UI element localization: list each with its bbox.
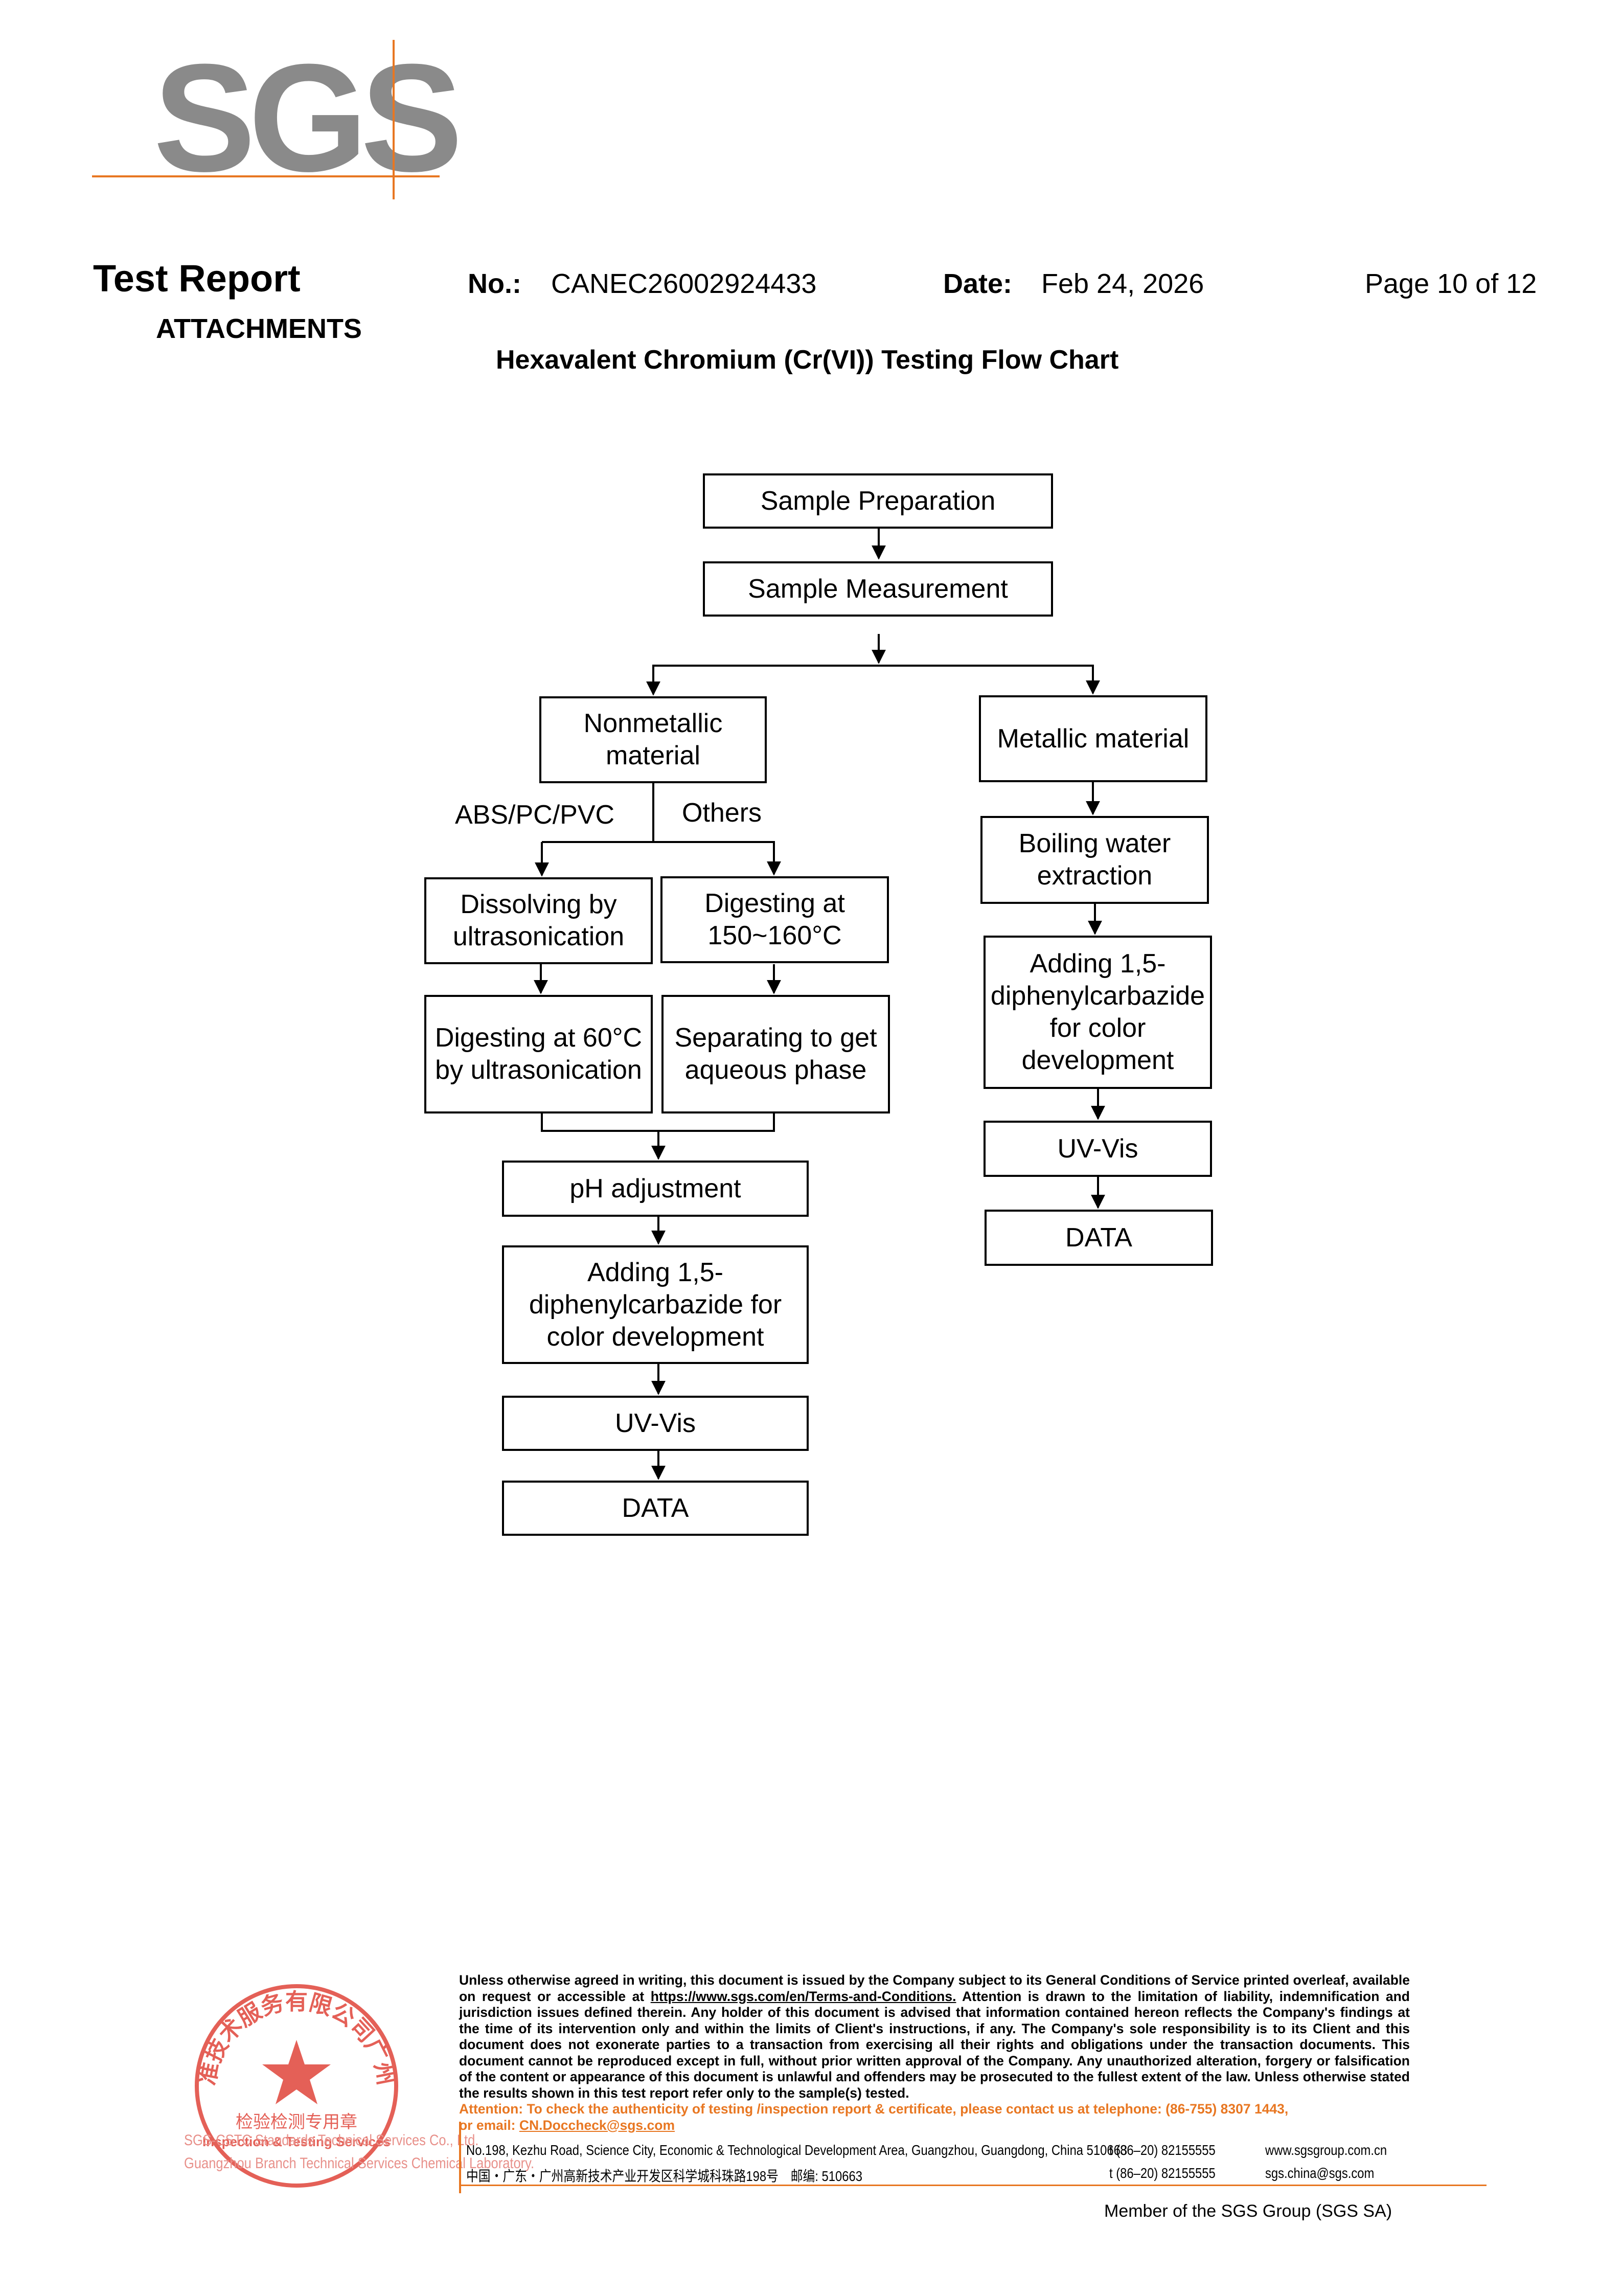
sample-measurement-box: Sample Measurement: [703, 561, 1053, 617]
report-date: Feb 24, 2026: [1041, 268, 1204, 299]
digesting-60-box: Digesting at 60°C by ultrasonication: [424, 995, 653, 1113]
adding-diphenylcarbazide-left-box: Adding 1,5-diphenylcarbazide for color d…: [502, 1245, 809, 1364]
website[interactable]: www.sgsgroup.com.cn: [1265, 2142, 1387, 2158]
seal-inner-text: 检验检测专用章: [236, 2112, 357, 2132]
digesting-150-box: Digesting at 150~160°C: [660, 876, 889, 963]
footer-vertical-rule: [459, 2122, 461, 2193]
dissolving-box: Dissolving by ultrasonication: [424, 877, 653, 964]
logo-vertical-rule: [393, 40, 395, 199]
ph-adjustment-box: pH adjustment: [502, 1161, 809, 1217]
doccheck-email-link[interactable]: CN.Doccheck@sgs.com: [519, 2117, 675, 2133]
data-right-box: DATA: [985, 1210, 1213, 1266]
telephone-1: t (86–20) 82155555: [1109, 2142, 1216, 2158]
report-date-label: Date:: [943, 268, 1013, 299]
seal-english-line-1: SGS-CSTC Standards Technical Services Co…: [184, 2132, 479, 2149]
data-left-box: DATA: [502, 1481, 809, 1536]
branch-label-abs: ABS/PC/PVC: [455, 800, 615, 830]
address-chinese: 中国・广东・广州高新技术产业开发区科学城科珠路198号 邮编: 510663: [466, 2168, 862, 2184]
legal-disclaimer: Unless otherwise agreed in writing, this…: [459, 1972, 1410, 2101]
sgs-group-member: Member of the SGS Group (SGS SA): [1104, 2201, 1392, 2221]
flow-chart-connectors: [534, 528, 1105, 1480]
logo-horizontal-rule: [92, 175, 440, 177]
page-number: Page 10 of 12: [1365, 268, 1537, 299]
sgs-logo: SGS: [153, 32, 463, 203]
report-number-label: No.:: [468, 268, 521, 299]
uvvis-left-box: UV-Vis: [502, 1396, 809, 1451]
separating-box: Separating to get aqueous phase: [661, 995, 890, 1113]
branch-label-others: Others: [682, 798, 762, 828]
authenticity-notice: Attention: To check the authenticity of …: [459, 2101, 1289, 2133]
report-title: Test Report: [93, 257, 301, 300]
address-english: No.198, Kezhu Road, Science City, Econom…: [466, 2142, 1128, 2158]
company-seal: 通标标准技术服务有限公司广州分公司 检验检测专用章 Inspection & T…: [169, 1963, 399, 2188]
terms-link[interactable]: https://www.sgs.com/en/Terms-and-Conditi…: [650, 1988, 956, 2004]
report-number: CANEC26002924433: [551, 268, 817, 299]
seal-inner-english: Inspection & Testing Services: [202, 2134, 391, 2149]
telephone-2: t (86–20) 82155555: [1109, 2165, 1216, 2181]
nonmetallic-material-box: Nonmetallic material: [539, 696, 767, 783]
seal-star-icon: [262, 2040, 331, 2104]
email-contact[interactable]: sgs.china@sgs.com: [1265, 2165, 1375, 2181]
uvvis-right-box: UV-Vis: [984, 1121, 1212, 1177]
metallic-material-box: Metallic material: [979, 695, 1207, 782]
sample-preparation-box: Sample Preparation: [703, 473, 1053, 529]
seal-english-line-2: Guangzhou Branch Technical Services Chem…: [184, 2155, 535, 2172]
boiling-water-box: Boiling water extraction: [980, 816, 1209, 904]
flow-chart-title: Hexavalent Chromium (Cr(VI)) Testing Flo…: [496, 345, 1119, 375]
footer-horizontal-rule: [459, 2185, 1487, 2186]
adding-diphenylcarbazide-right-box: Adding 1,5-diphenylcarbazide for color d…: [984, 936, 1212, 1089]
report-subtitle: ATTACHMENTS: [156, 313, 362, 344]
